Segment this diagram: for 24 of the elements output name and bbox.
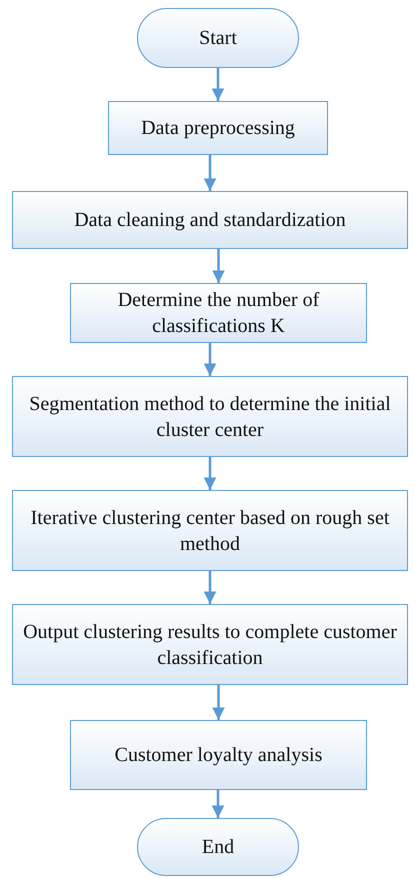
node-label: Start [198, 26, 238, 51]
node-label: Customer loyalty analysis [114, 743, 324, 768]
process-box [70, 283, 367, 343]
arrow [204, 457, 216, 490]
process-box [108, 101, 328, 155]
arrow [212, 685, 225, 720]
process-box [12, 490, 408, 571]
arrow [204, 155, 216, 191]
arrow [212, 249, 225, 283]
arrow [204, 343, 216, 376]
node-label: Determine the number of classifications K [116, 288, 320, 339]
arrow [204, 571, 216, 604]
arrow [212, 790, 224, 818]
arrow [212, 68, 224, 101]
node-label: Data cleaning and standardization [73, 208, 347, 233]
process-box [70, 720, 367, 790]
process-box [12, 191, 408, 249]
process-box [12, 376, 408, 457]
node-label: Iterative clustering center based on rough set method [30, 506, 390, 556]
node-label: Data preprocessing [140, 116, 296, 141]
node-label: Segmentation method to determine the initial cluster center [28, 392, 392, 442]
node-label: End [200, 835, 236, 860]
node-label: Output clustering results to complete customer classification [22, 620, 398, 670]
process-box [12, 604, 408, 685]
